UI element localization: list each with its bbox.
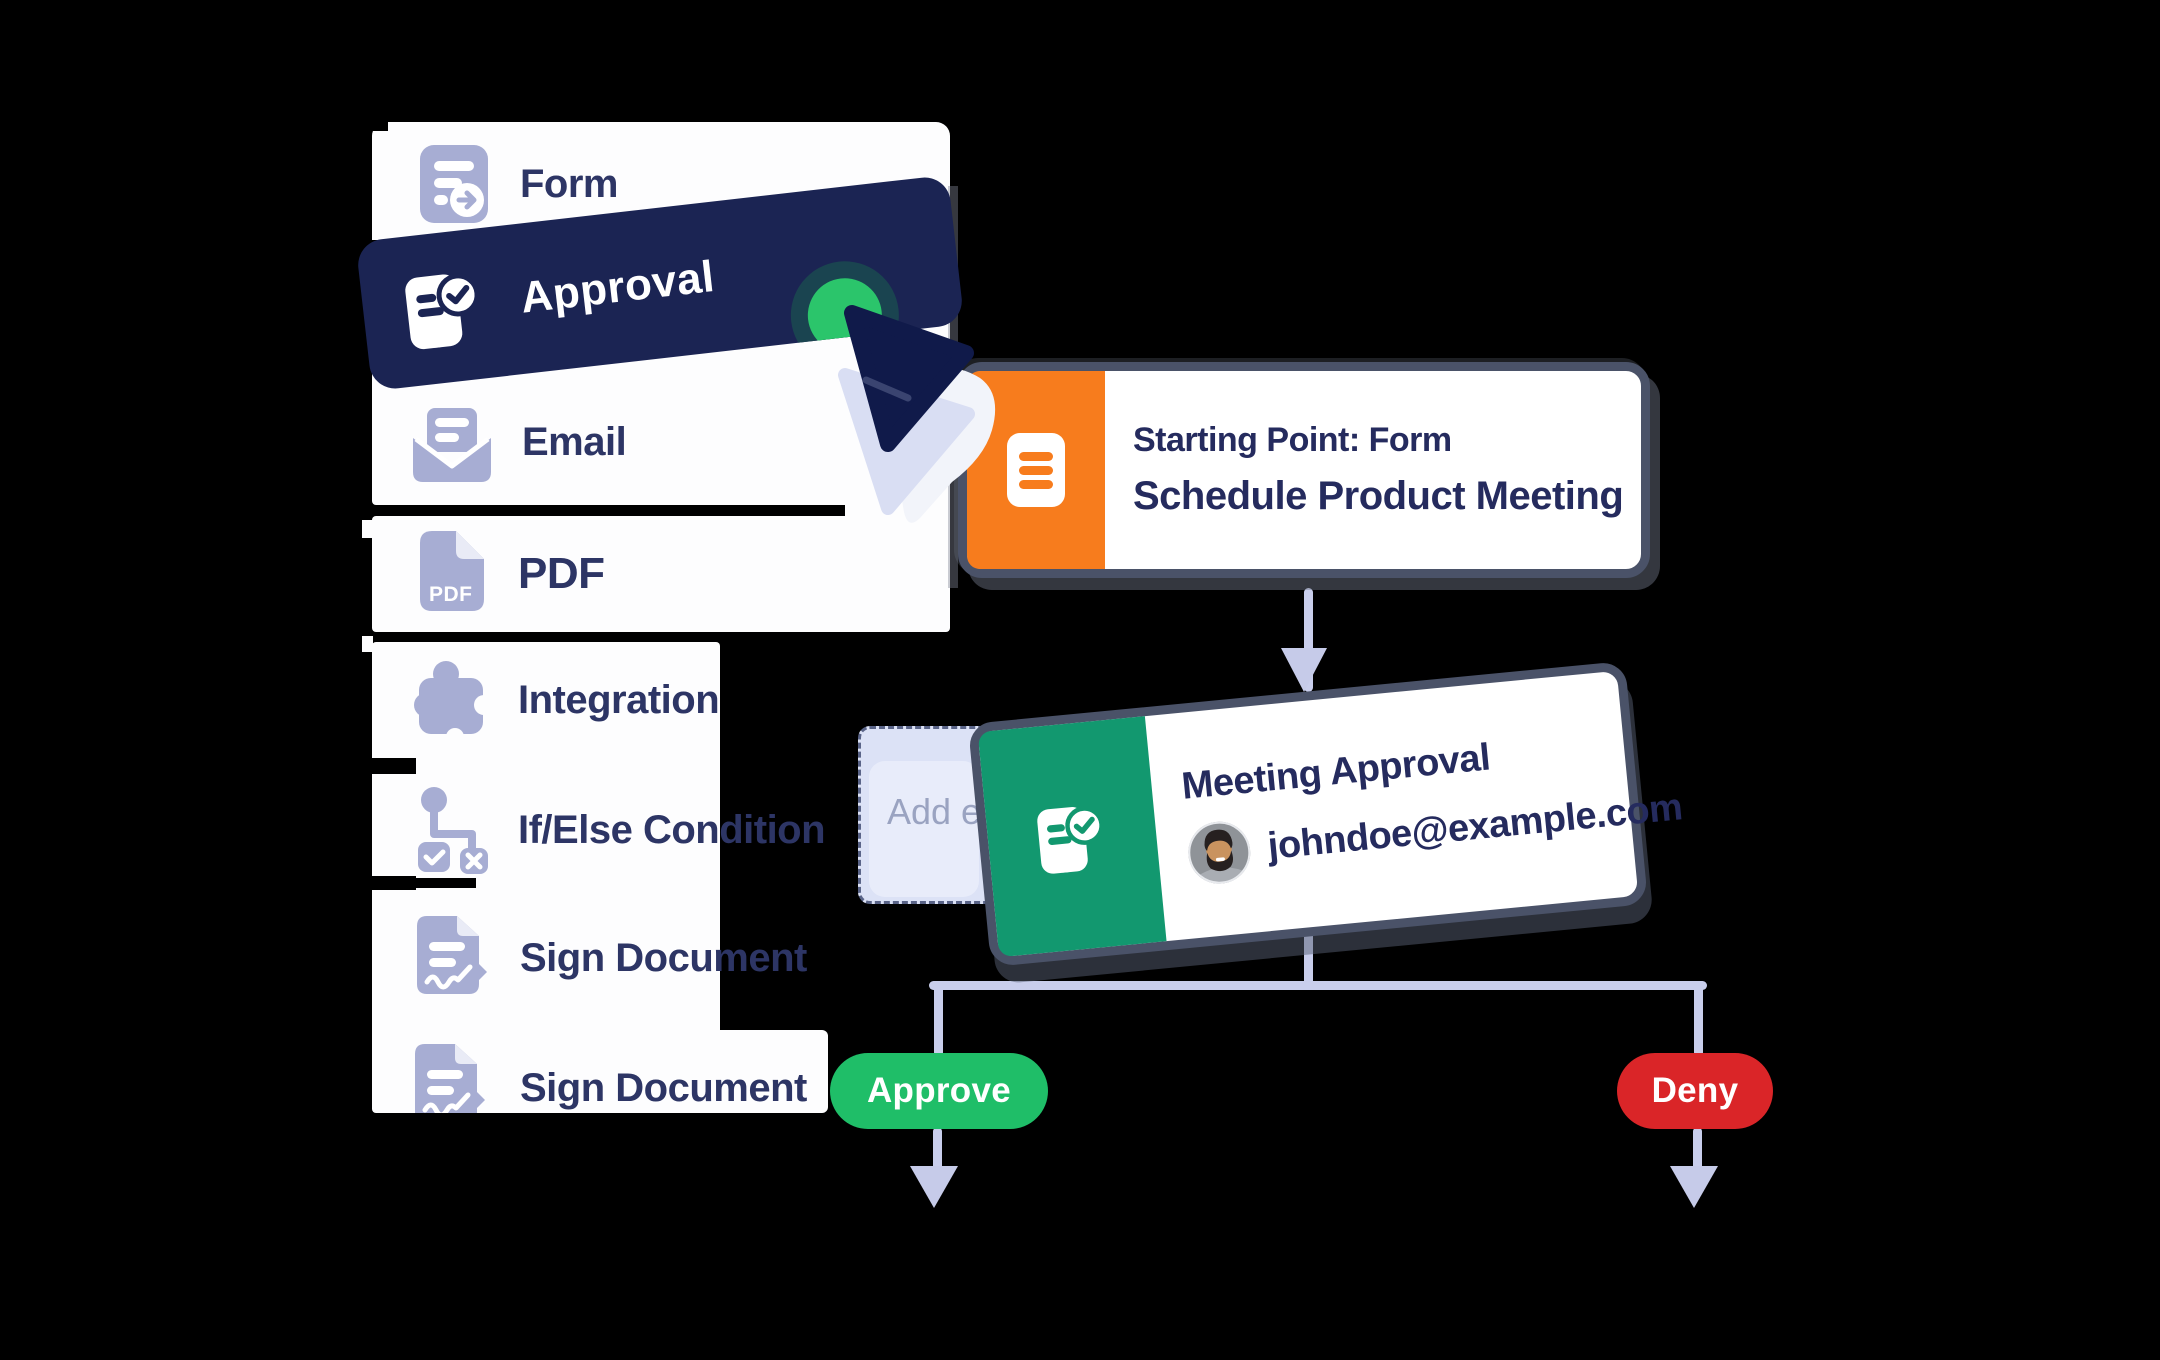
start-node-texts: Starting Point: Form Schedule Product Me… <box>1105 371 1624 569</box>
torn-edge <box>362 520 373 538</box>
flow-node-meeting-approval[interactable]: Meeting Approval johndoe@example <box>967 660 1684 968</box>
sidebar-item-sign-document-2[interactable]: Sign Document <box>520 1066 807 1110</box>
sign-document-icon-clipped <box>415 1044 489 1113</box>
connector-approval-out <box>1304 918 1313 990</box>
cursor-icon <box>844 305 974 452</box>
connector-start-to-approval <box>1304 588 1313 692</box>
torn-edge <box>372 758 416 774</box>
connector-branch-horizontal <box>929 981 1707 990</box>
approve-branch-button[interactable]: Approve <box>830 1053 1048 1129</box>
approve-branch-label: Approve <box>866 1071 1012 1110</box>
sidebar-item-if-else-condition[interactable]: If/Else Condition <box>518 808 826 852</box>
torn-edge <box>362 636 373 652</box>
sidebar-item-approval-label: Approval <box>518 251 718 323</box>
sidebar-item-email[interactable]: Email <box>522 420 627 464</box>
connector-deny-out <box>1693 1127 1702 1173</box>
torn-edge <box>372 878 476 888</box>
sidebar-item-pdf[interactable]: PDF <box>518 549 605 598</box>
sidebar-item-sign-document[interactable]: Sign Document <box>520 936 807 980</box>
connector-branch-left <box>934 985 943 1057</box>
arrow-down-icon <box>910 1166 958 1208</box>
pdf-icon: PDF <box>420 531 484 611</box>
drop-zone-label: Add e <box>887 791 982 832</box>
deny-branch-label: Deny <box>1651 1071 1739 1110</box>
sidebar-item-approval-dragging[interactable]: Approval <box>355 174 965 392</box>
approval-icon <box>1037 806 1104 874</box>
arrow-down-icon <box>1670 1166 1718 1208</box>
sidebar-item-form[interactable]: Form <box>520 162 619 206</box>
deny-branch-button[interactable]: Deny <box>1617 1053 1773 1129</box>
drop-zone-inner-slot <box>869 761 979 897</box>
start-node-title: Schedule Product Meeting <box>1133 474 1624 518</box>
arrow-down-icon <box>1281 648 1327 692</box>
approval-icon <box>405 273 480 350</box>
email-icon <box>413 408 491 482</box>
integration-icon <box>414 661 491 740</box>
assignee-email: johndoe@example.com <box>1265 786 1685 868</box>
if-else-icon <box>418 787 488 874</box>
sidebar-item-integration[interactable]: Integration <box>518 678 720 722</box>
torn-edge <box>372 122 388 131</box>
connector-approve-out <box>933 1127 942 1173</box>
start-node-kicker: Starting Point: Form <box>1133 421 1452 459</box>
approval-node-accent <box>977 716 1167 958</box>
assignee-row: johndoe@example.com <box>1185 777 1685 887</box>
sidebar-panel-bottom-extension <box>660 1030 828 1113</box>
form-document-icon <box>1007 433 1065 507</box>
pdf-icon-text: PDF <box>429 583 473 606</box>
connector-branch-right <box>1694 985 1703 1057</box>
avatar <box>1185 818 1254 887</box>
form-icon <box>420 145 488 223</box>
sign-document-icon <box>415 1044 485 1113</box>
flow-node-starting-point[interactable]: Starting Point: Form Schedule Product Me… <box>958 362 1650 578</box>
sign-document-icon <box>417 916 487 994</box>
approval-node-texts: Meeting Approval johndoe@example <box>1145 666 1690 941</box>
